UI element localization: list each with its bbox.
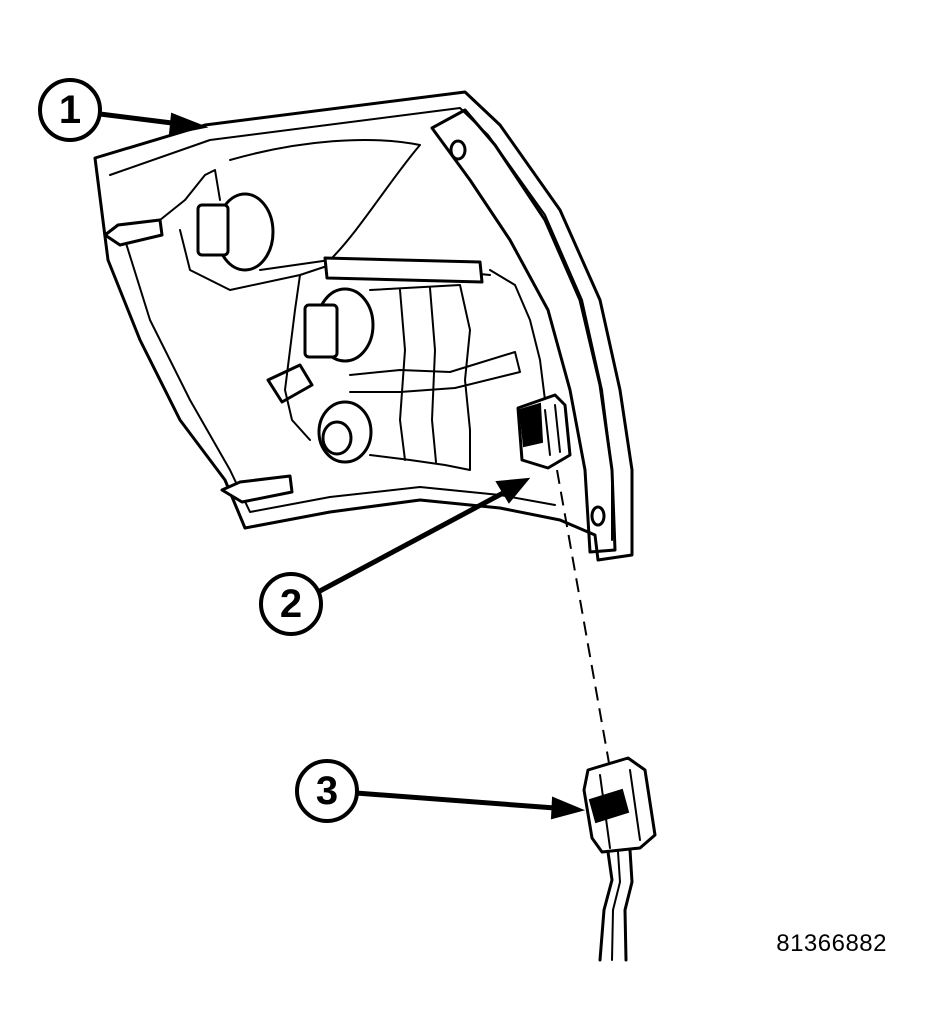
lamp-housing-lower-rim [124, 239, 556, 513]
callout-1: 1 [38, 78, 102, 142]
reflector-bowl-upper [229, 139, 421, 271]
callout-2-label: 2 [280, 582, 302, 626]
harness-wire-inner [611, 851, 621, 961]
bulb-socket-upper-plug [196, 203, 230, 257]
alignment-line [556, 469, 613, 781]
harness-connector-latch [588, 788, 630, 824]
callout-leader-2 [316, 477, 531, 595]
lamp-connector [516, 393, 572, 470]
callout-leader-1 [99, 111, 209, 136]
wire-sleeve-upper [323, 256, 484, 284]
retaining-clip-lower [220, 474, 294, 504]
bulb-socket-middle-plug [303, 303, 339, 359]
internal-wire-lower [349, 351, 521, 393]
mounting-hole-upper [449, 139, 467, 161]
bulb-socket-lower-cap [321, 420, 353, 456]
reflector-ribs [399, 287, 437, 463]
mounting-flange [430, 108, 617, 554]
callout-3-label: 3 [316, 769, 338, 813]
lamp-connector-ribs [544, 404, 561, 456]
harness-wire-left [598, 850, 614, 962]
callout-3: 3 [295, 759, 359, 823]
wire-harness-connector [582, 756, 657, 962]
reflector-bowl-lower [369, 284, 471, 471]
callout-1-label: 1 [59, 88, 81, 132]
lamp-connector-latch [518, 402, 544, 448]
side-stud [266, 363, 314, 404]
callout-leader-3 [355, 790, 586, 820]
internal-wire-main [489, 269, 546, 401]
harness-connector-ribs [599, 769, 641, 849]
figure-number: 81366882 [776, 930, 887, 957]
harness-wire-right [623, 848, 634, 962]
tail-lamp-unit [93, 90, 634, 562]
mounting-hole-lower [590, 505, 606, 527]
retaining-clip-upper [103, 218, 164, 247]
callout-2: 2 [259, 572, 323, 636]
internal-wire-loop [284, 274, 311, 441]
